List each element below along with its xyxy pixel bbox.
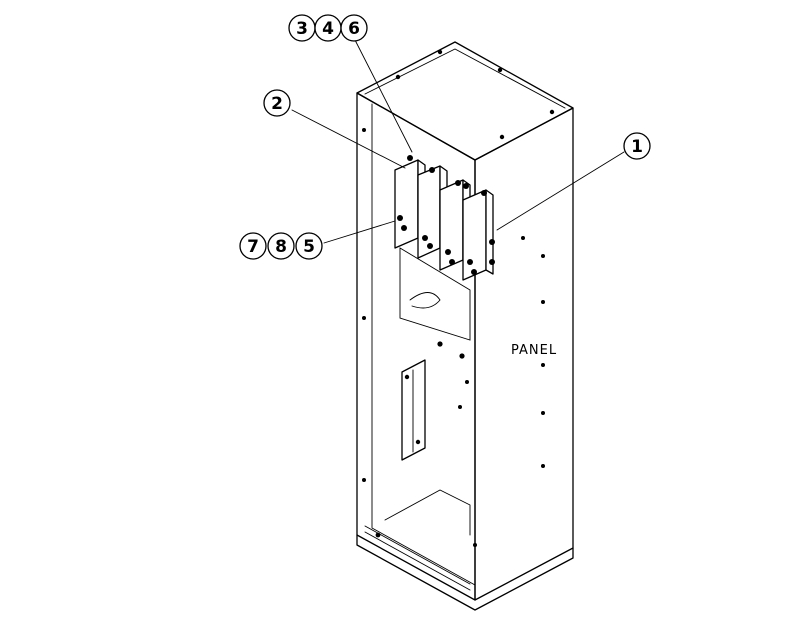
fastener-dot (437, 49, 443, 55)
callout-label: 3 (296, 19, 308, 39)
cabinet-bottom-opening (384, 489, 471, 536)
callout-4: 4 (314, 14, 342, 42)
leader-lines (291, 39, 625, 244)
cabinet-base-edge (364, 531, 471, 591)
fastener-dot (541, 254, 545, 258)
callout-3: 3 (288, 14, 316, 42)
panel-label: PANEL (511, 343, 557, 358)
fastener-dot (415, 439, 421, 445)
callout-label: 5 (303, 237, 315, 257)
callout-label: 8 (275, 237, 287, 257)
leader-line-2 (291, 109, 406, 169)
callout-2: 2 (263, 89, 291, 117)
fastener-dot (549, 109, 555, 115)
callout-7: 7 (239, 232, 267, 260)
leader-line-1 (496, 151, 625, 231)
cabinet-top-inner-edge (364, 48, 566, 109)
leader-line-346 (354, 39, 413, 153)
leader-line-785 (323, 220, 396, 244)
callout-label: 4 (322, 19, 334, 39)
callout-8: 8 (267, 232, 295, 260)
fastener-dot (497, 67, 503, 73)
fastener-dot (362, 316, 366, 320)
callout-label: 2 (271, 94, 283, 114)
vertical-rail (401, 359, 426, 461)
block-module (462, 189, 495, 281)
callout-6: 6 (340, 14, 368, 42)
callout-balloons: 1 2 3 4 6 7 8 5 (239, 14, 651, 260)
fastener-dot (459, 353, 465, 359)
fastener-dot (465, 380, 469, 384)
cabinet-body (356, 41, 574, 611)
cabinet-top (356, 41, 574, 161)
fastener-dot (362, 478, 366, 482)
cabinet-front-inner-frame (371, 103, 476, 586)
mid-panel-opening (399, 247, 471, 341)
cabinet-base-edge-2 (364, 525, 471, 585)
fastener-dot (541, 300, 545, 304)
fastener-dot (437, 341, 443, 347)
fasteners (362, 49, 555, 547)
callout-1: 1 (623, 132, 651, 160)
callout-label: 1 (631, 137, 643, 157)
fastener-dot (521, 236, 525, 240)
fastener-dot (375, 532, 381, 538)
cabinet-base-front (356, 534, 574, 611)
fastener-dot (395, 74, 401, 80)
mid-panel-swirl (409, 292, 441, 309)
callout-label: 7 (247, 237, 259, 257)
block-modules (394, 155, 495, 281)
fastener-dot (541, 411, 545, 415)
fastener-dot (458, 405, 462, 409)
fastener-dot (499, 134, 505, 140)
callout-label: 6 (348, 19, 360, 39)
callout-5: 5 (295, 232, 323, 260)
fastener-dot (362, 128, 366, 132)
fastener-dot (541, 363, 545, 367)
fastener-dot (473, 543, 477, 547)
fastener-dot (541, 464, 545, 468)
fastener-dot (404, 374, 410, 380)
